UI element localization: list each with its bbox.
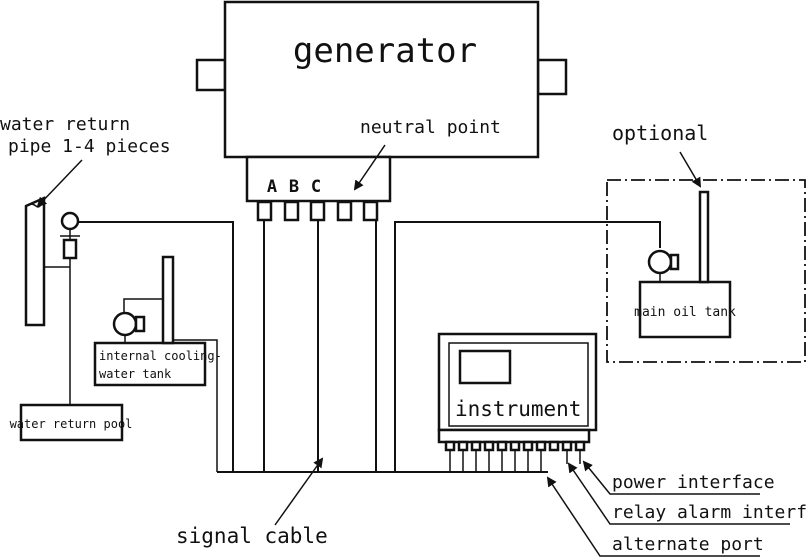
signal-cable-label: signal cable: [176, 524, 328, 548]
neutral-point-arrow: [353, 144, 386, 191]
instrument: instrument: [437, 332, 598, 472]
water-return-pipe: [24, 196, 80, 405]
relay-alarm-interface-label: relay alarm interface: [612, 502, 807, 523]
alternate-port-label: alternate port: [612, 534, 764, 555]
oil-pump-icon: [647, 249, 673, 275]
alternate-port-arrow: [546, 476, 760, 557]
terminal-d: [336, 200, 353, 222]
main-oil-tank: [638, 190, 732, 339]
signal-cable-arrow: [274, 457, 324, 526]
phase-a-label: A: [267, 177, 277, 197]
terminal-c: [309, 200, 326, 222]
water-return-pipe-label-line2: pipe 1-4 pieces: [8, 136, 171, 157]
cooling-pump-icon: [112, 311, 138, 337]
main-oil-tank-label: main oil tank: [634, 305, 736, 320]
optional-region: [606, 179, 806, 363]
optional-label: optional: [612, 121, 708, 145]
power-interface-arrow: [582, 460, 760, 495]
water-return-sensor-icon: [60, 211, 80, 231]
water-return-pool: [19, 403, 124, 442]
internal-cooling-water-tank: [93, 255, 207, 387]
phase-c-label: C: [311, 177, 321, 197]
power-interface-label: power interface: [612, 472, 775, 493]
phase-b-label: B: [289, 177, 299, 197]
water-return-pipe-arrow: [36, 159, 83, 208]
terminal-signal-lines: [79, 220, 661, 473]
relay-alarm-interface-arrow: [567, 462, 790, 525]
internal-cooling-label-line1: internal cooling-: [99, 349, 222, 363]
internal-cooling-label-line2: water tank: [99, 367, 172, 381]
optional-arrow: [679, 151, 702, 188]
terminal-neutral: [362, 200, 379, 222]
instrument-display: [458, 349, 512, 385]
generator: generator: [195, 0, 568, 159]
terminal-box: A B C: [245, 155, 392, 222]
terminal-b: [283, 200, 300, 222]
generator-label: generator: [293, 31, 477, 71]
water-return-pipe-label-line1: water return: [0, 114, 130, 135]
instrument-ports: [444, 440, 586, 472]
neutral-point-label: neutral point: [360, 117, 501, 138]
terminal-a: [256, 200, 273, 222]
water-return-pool-label: water return pool: [10, 417, 133, 431]
instrument-label: instrument: [455, 397, 581, 421]
